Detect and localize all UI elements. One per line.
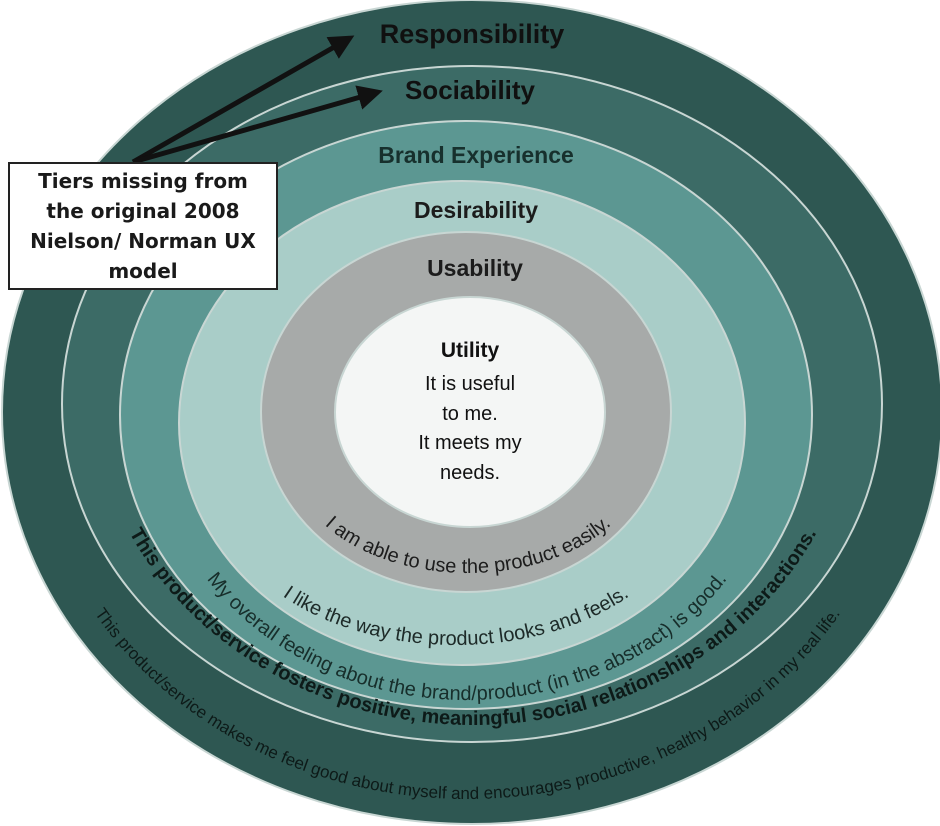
tier-title-brand-experience: Brand Experience — [378, 142, 574, 168]
tier-title-desirability: Desirability — [414, 197, 538, 223]
tier-title-usability: Usability — [427, 255, 523, 281]
utility-line-3: It meets my — [418, 432, 521, 454]
callout-text: Tiers missing from the original 2008 Nie… — [30, 169, 256, 283]
utility-line-4: needs. — [440, 462, 500, 484]
callout-box: Tiers missing from the original 2008 Nie… — [8, 162, 278, 290]
tier-title-sociability: Sociability — [405, 75, 536, 105]
utility-line-1: It is useful — [425, 373, 515, 395]
utility-line-2: to me. — [442, 403, 498, 425]
arrow-icon-sociability — [132, 85, 383, 165]
ring-utility — [334, 296, 606, 528]
arrow-icon-responsibility — [131, 35, 355, 165]
tier-title-utility: Utility — [441, 339, 500, 362]
tier-title-responsibility: Responsibility — [380, 19, 565, 49]
